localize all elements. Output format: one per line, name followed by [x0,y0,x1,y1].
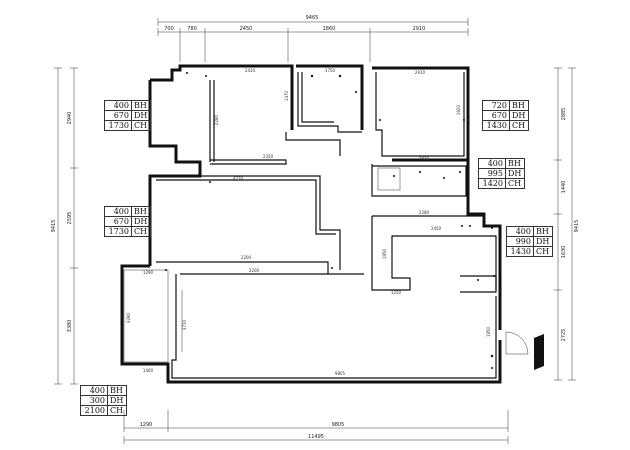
right-total-dim: 9415 [574,220,580,233]
spec-unit: DH [533,236,553,247]
dim-kitchen-top: 2450 [431,226,442,231]
exterior-walls [120,64,502,384]
bottom-total-dim: 11495 [308,434,324,440]
dim-step: 1470 [284,90,289,101]
dim-bed2-top: 2910 [415,70,426,75]
left-seg-dim: 2595 [67,212,73,225]
dim-corridor: 2200 [249,268,260,273]
dim-bath-top: 2280 [419,210,430,215]
spec-value: 400 [478,158,506,169]
dim-living-left: 3710 [182,319,187,330]
top-total-dim: 9465 [306,15,319,21]
spec-unit: CH [509,120,529,131]
bottom-dimension-lines: 1290 9805 11495 [123,410,509,444]
spec-value: 400 [104,206,132,217]
spec-value: 300 [80,395,108,406]
dim-living-mid: 2200 [241,255,252,260]
dim-balcony-w: 1290 [143,270,154,275]
top-seg-dim: 2910 [413,26,426,32]
top-seg-dim: 2450 [240,26,253,32]
spec-unit: BH [505,158,525,169]
top-seg-dim: 1860 [323,26,336,32]
spec-value: 990 [506,236,534,247]
spec-unit: CH [505,178,525,189]
spec-unit: CH [131,120,151,131]
spec-value: 400 [104,100,132,111]
spec-value: 670 [104,110,132,121]
dim-bed2-side: 1920 [456,104,461,115]
top-seg-dim: 700 [164,26,174,32]
bottom-seg-dim: 1290 [140,422,153,428]
dim-kitchen-bottom: 1250 [391,290,402,295]
spec-value: 670 [482,110,510,121]
left-total-dim: 9415 [51,220,57,233]
interior-walls [156,72,529,379]
spec-unit: DH [509,110,529,121]
dim-bedroom-side: 2280 [214,114,219,125]
spec-value: 400 [80,385,108,396]
spec-unit: DH [107,395,127,406]
spec-unit: DH [131,216,151,227]
left-seg-dim: 3380 [67,320,73,333]
spec-value: 1420 [478,178,506,189]
dim-living-side: 1950 [486,326,491,337]
spec-unit: CH [107,405,127,416]
spec-unit: BH [533,226,553,237]
bottom-seg-dim: 9805 [332,422,345,428]
spec-unit: DH [131,110,151,121]
spec-value: 670 [104,216,132,227]
spec-unit: BH [509,100,529,111]
fixture-dots [165,72,495,369]
right-seg-dim: 1630 [561,246,567,259]
spec-unit: BH [131,206,151,217]
spec-value: 1430 [482,120,510,131]
spec-unit: CH [131,226,151,237]
top-seg-dim: 780 [187,26,197,32]
right-seg-dim: 2885 [561,108,567,121]
right-seg-dim: 1440 [561,181,567,194]
right-seg-dim: 2725 [561,329,567,342]
dim-living-bottom: 9805 [335,371,346,376]
spec-value: 1730 [104,226,132,237]
dim-balcony-h: 3280 [126,312,131,323]
spec-unit: BH [107,385,127,396]
right-dimension-lines: 2885 1440 1630 2725 9415 [554,67,580,381]
spec-unit: CH [533,246,553,257]
entrance-marker [534,334,544,370]
dim-bedroom-top: 2410 [245,68,256,73]
spec-unit: BH [131,100,151,111]
dim-hall-mid: 2350 [263,154,274,159]
spec-value: 2100 [80,405,108,416]
dim-study-top: 1750 [325,68,336,73]
left-dimension-lines: 9415 2940 2595 3380 [51,67,78,385]
dim-kitchen-in: 1950 [382,248,387,259]
spec-value: 400 [506,226,534,237]
dim-hall-top: 2920 [419,156,430,161]
spec-value: 1730 [104,120,132,131]
interior-dimension-labels: 2410 1750 2910 1920 2280 2350 2920 2280 … [126,68,491,376]
dim-hall-left: 1400 [143,368,154,373]
top-dimension-lines: 9465 700 780 2450 1860 2910 [157,15,469,62]
spec-value: 720 [482,100,510,111]
left-seg-dim: 2940 [67,112,73,125]
spec-unit: DH [505,168,525,179]
dim-living-top: 4230 [233,176,244,181]
spec-value: 995 [478,168,506,179]
spec-value: 1430 [506,246,534,257]
